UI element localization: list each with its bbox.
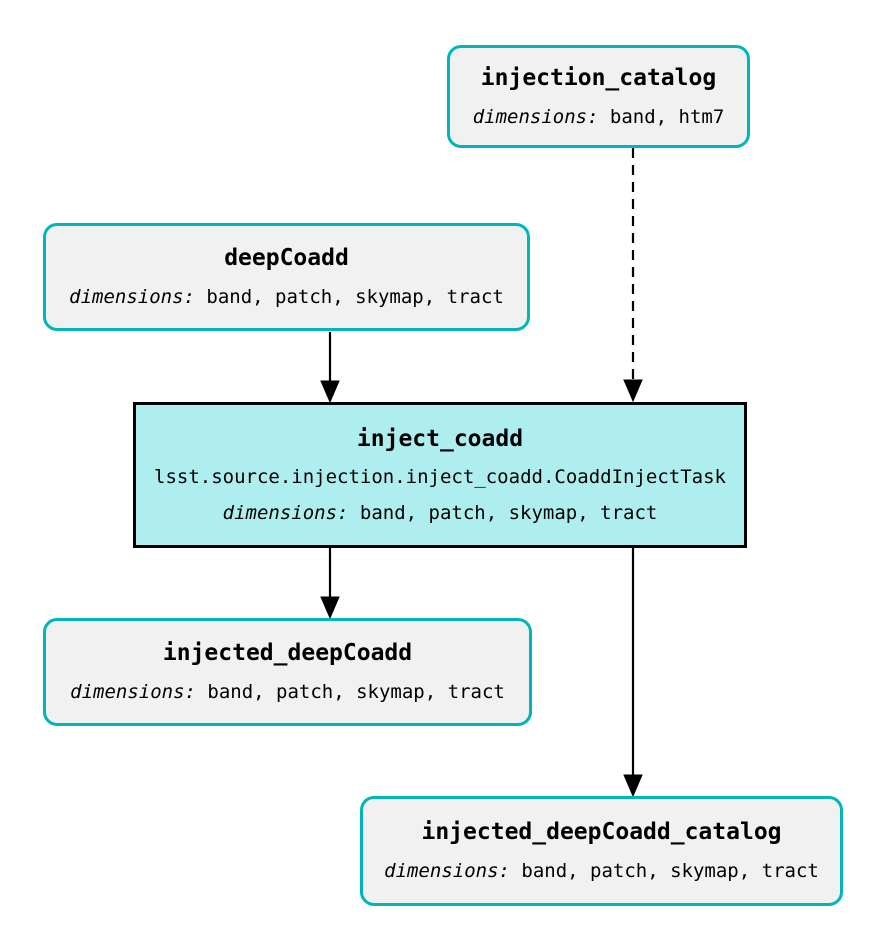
node-inject-coadd: inject_coadd lsst.source.injection.injec… <box>133 402 747 548</box>
dimensions-value: band, patch, skymap, tract <box>359 501 658 524</box>
dimensions-value: band, htm7 <box>609 105 725 128</box>
edge-deepcoadd-to-inject-coadd <box>320 332 340 404</box>
node-title: inject_coadd <box>356 425 524 452</box>
edge-inject-coadd-to-injected-deepcoadd-catalog <box>623 548 643 798</box>
edge-injection-catalog-to-inject-coadd <box>623 148 643 403</box>
node-deepcoadd: deepCoadd dimensions: band, patch, skymap… <box>43 223 530 331</box>
node-dimensions: dimensions: band, patch, skymap, tract <box>384 862 819 881</box>
node-title: injected_deepCoadd <box>162 640 413 666</box>
dimensions-label: dimensions: <box>70 681 197 703</box>
dimensions-value: band, patch, skymap, tract <box>207 681 505 703</box>
dimensions-label: dimensions: <box>472 105 599 128</box>
task-class-path: lsst.source.injection.inject_coadd.Coadd… <box>154 465 726 488</box>
node-title: injected_deepCoadd_catalog <box>421 819 782 845</box>
node-injection-catalog: injection_catalog dimensions: band, htm7 <box>447 45 750 148</box>
dimensions-label: dimensions: <box>222 501 349 524</box>
dimensions-label: dimensions: <box>69 286 196 308</box>
node-dimensions: dimensions: band, patch, skymap, tract <box>222 501 658 524</box>
node-title: injection_catalog <box>480 64 717 91</box>
dimensions-value: band, patch, skymap, tract <box>521 860 819 882</box>
node-injected-deepcoadd-catalog: injected_deepCoadd_catalog dimensions: ba… <box>360 796 843 906</box>
node-injected-deepcoadd: injected_deepCoadd dimensions: band, patc… <box>43 618 532 726</box>
node-dimensions: dimensions: band, patch, skymap, tract <box>69 288 504 307</box>
node-title: deepCoadd <box>224 245 349 271</box>
node-dimensions: dimensions: band, htm7 <box>472 105 725 128</box>
edge-inject-coadd-to-injected-deepcoadd <box>320 548 340 620</box>
node-dimensions: dimensions: band, patch, skymap, tract <box>70 683 505 702</box>
dimensions-label: dimensions: <box>384 860 511 882</box>
dimensions-value: band, patch, skymap, tract <box>206 286 504 308</box>
